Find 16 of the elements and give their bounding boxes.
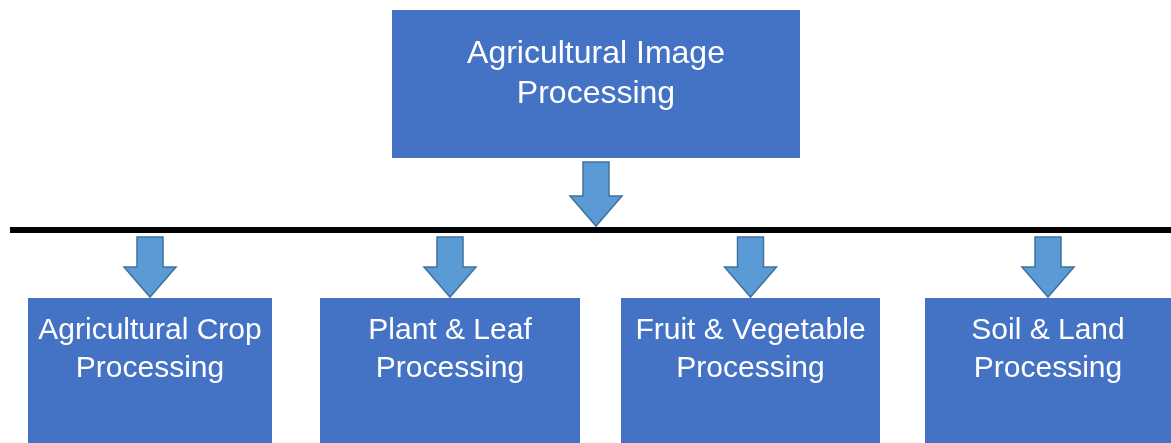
box-label: Fruit & Vegetable Processing — [634, 311, 867, 385]
process-box — [28, 298, 272, 443]
process-box — [392, 10, 800, 158]
block-arrow — [1020, 236, 1076, 299]
horizontal-bar — [10, 227, 1171, 233]
block-arrow — [122, 236, 178, 299]
box-label: Plant & Leaf Processing — [367, 311, 533, 385]
box-label: Agricultural Image Processing — [466, 33, 726, 112]
box-label: Agricultural Crop Processing — [37, 311, 263, 385]
box-label: Soil & Land Processing — [970, 311, 1126, 385]
block-arrow — [568, 161, 624, 228]
process-box — [320, 298, 580, 443]
block-arrow — [422, 236, 478, 299]
block-arrow — [722, 236, 779, 299]
process-box — [621, 298, 880, 443]
process-box — [925, 298, 1171, 443]
